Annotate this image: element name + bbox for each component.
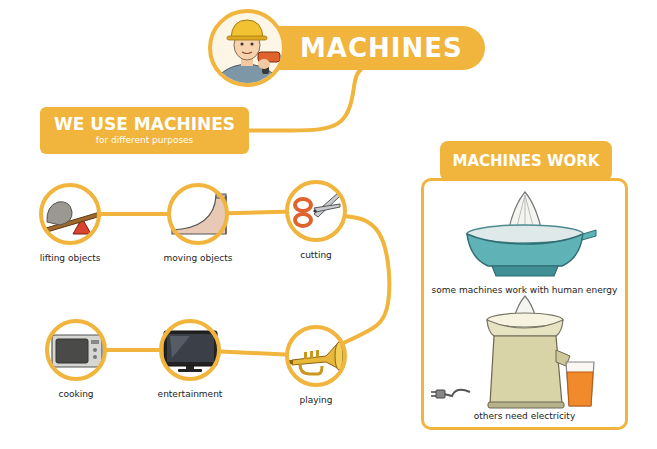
electric-juicer-part (490, 336, 562, 404)
trumpet-icon-part (304, 352, 307, 359)
title-text: MACHINES (300, 32, 463, 64)
purpose-circle: moving objects (167, 183, 229, 245)
electric-juicer-part (444, 390, 470, 396)
scissors-icon-part (314, 204, 340, 212)
connector-line (101, 212, 167, 216)
tv-icon-part (186, 366, 194, 369)
ramp-icon-part (172, 196, 226, 234)
manual-juicer-part (492, 266, 558, 276)
electric-juicer-part (567, 372, 593, 406)
manual-juicer-part (467, 234, 583, 266)
microwave-icon-part (93, 348, 97, 352)
scissors-icon-part (295, 199, 311, 211)
caption-text: others need electricity (426, 411, 623, 421)
electric-juicer (431, 296, 594, 408)
microwave-icon-part (93, 355, 97, 359)
lever-icon-part (47, 202, 72, 225)
connector-line (107, 348, 159, 352)
worker-avatar (210, 11, 288, 90)
connector-line (344, 216, 389, 343)
electric-juicer-part (488, 402, 564, 408)
title-banner: MACHINES (284, 26, 485, 70)
illustration-part-part (251, 43, 254, 46)
ramp-icon-part (216, 194, 226, 198)
illustration-part-part (242, 52, 252, 54)
purpose-label: playing (300, 395, 333, 405)
subheading-text: for different purposes (54, 134, 235, 146)
trumpet-icon-part (335, 342, 343, 370)
heading-text: WE USE MACHINES (54, 114, 235, 134)
illustration-part-part (258, 59, 270, 69)
manual-juicer-part (582, 230, 596, 240)
tv-icon-part (164, 331, 217, 366)
purpose-circle: cooking (45, 319, 107, 381)
illustration-part-part (212, 64, 282, 90)
manual-juicer (467, 192, 596, 276)
purpose-label: lifting objects (40, 253, 101, 263)
purpose-circle: playing (285, 325, 347, 387)
electric-juicer-part (487, 320, 563, 336)
trumpet-icon-part (316, 350, 319, 357)
electric-juicer-part (436, 390, 445, 398)
heading-box: WE USE MACHINESfor different purposes (40, 107, 249, 154)
electric-juicer-part (566, 362, 594, 406)
scissors-icon-part (313, 209, 316, 212)
connector-line (249, 70, 360, 131)
purpose-label: cutting (300, 250, 332, 260)
microwave-icon-part (52, 335, 102, 367)
trumpet-icon-part (310, 351, 313, 358)
connector-line (221, 351, 285, 354)
illustration-part-part (241, 43, 244, 46)
illustration-part-part (231, 20, 263, 38)
electric-juicer-part (431, 391, 436, 393)
tv-icon (164, 331, 217, 372)
scissors-icon (295, 193, 340, 226)
trumpet-icon (287, 342, 343, 374)
microwave-icon (52, 335, 102, 367)
ramp-icon (172, 194, 226, 234)
scissors-icon-part (314, 193, 340, 217)
energy-panel: MACHINES WORKsome machines work with hum… (421, 178, 628, 430)
illustration-part (212, 20, 288, 90)
caption-text: some machines work with human energy (426, 285, 623, 295)
illustration-part-part (227, 36, 267, 40)
purpose-circle: cutting (285, 180, 347, 242)
purpose-circle: entertainment (159, 319, 221, 381)
tv-icon-part (167, 334, 214, 362)
microwave-icon-part (91, 340, 99, 344)
panel-heading: MACHINES WORK (440, 141, 612, 181)
connector-line (229, 212, 285, 213)
purpose-circle: lifting objects (39, 183, 101, 245)
purpose-label: cooking (58, 389, 93, 399)
trumpet-icon-part (300, 364, 322, 374)
scissors-icon-part (295, 214, 311, 226)
tv-icon-part (178, 369, 202, 372)
tv-icon-part (170, 336, 190, 358)
electric-juicer-part (431, 395, 436, 397)
purpose-label: entertainment (158, 389, 223, 399)
microwave-icon-part (56, 339, 88, 363)
purpose-label: moving objects (164, 253, 233, 263)
lever-icon (46, 202, 101, 234)
